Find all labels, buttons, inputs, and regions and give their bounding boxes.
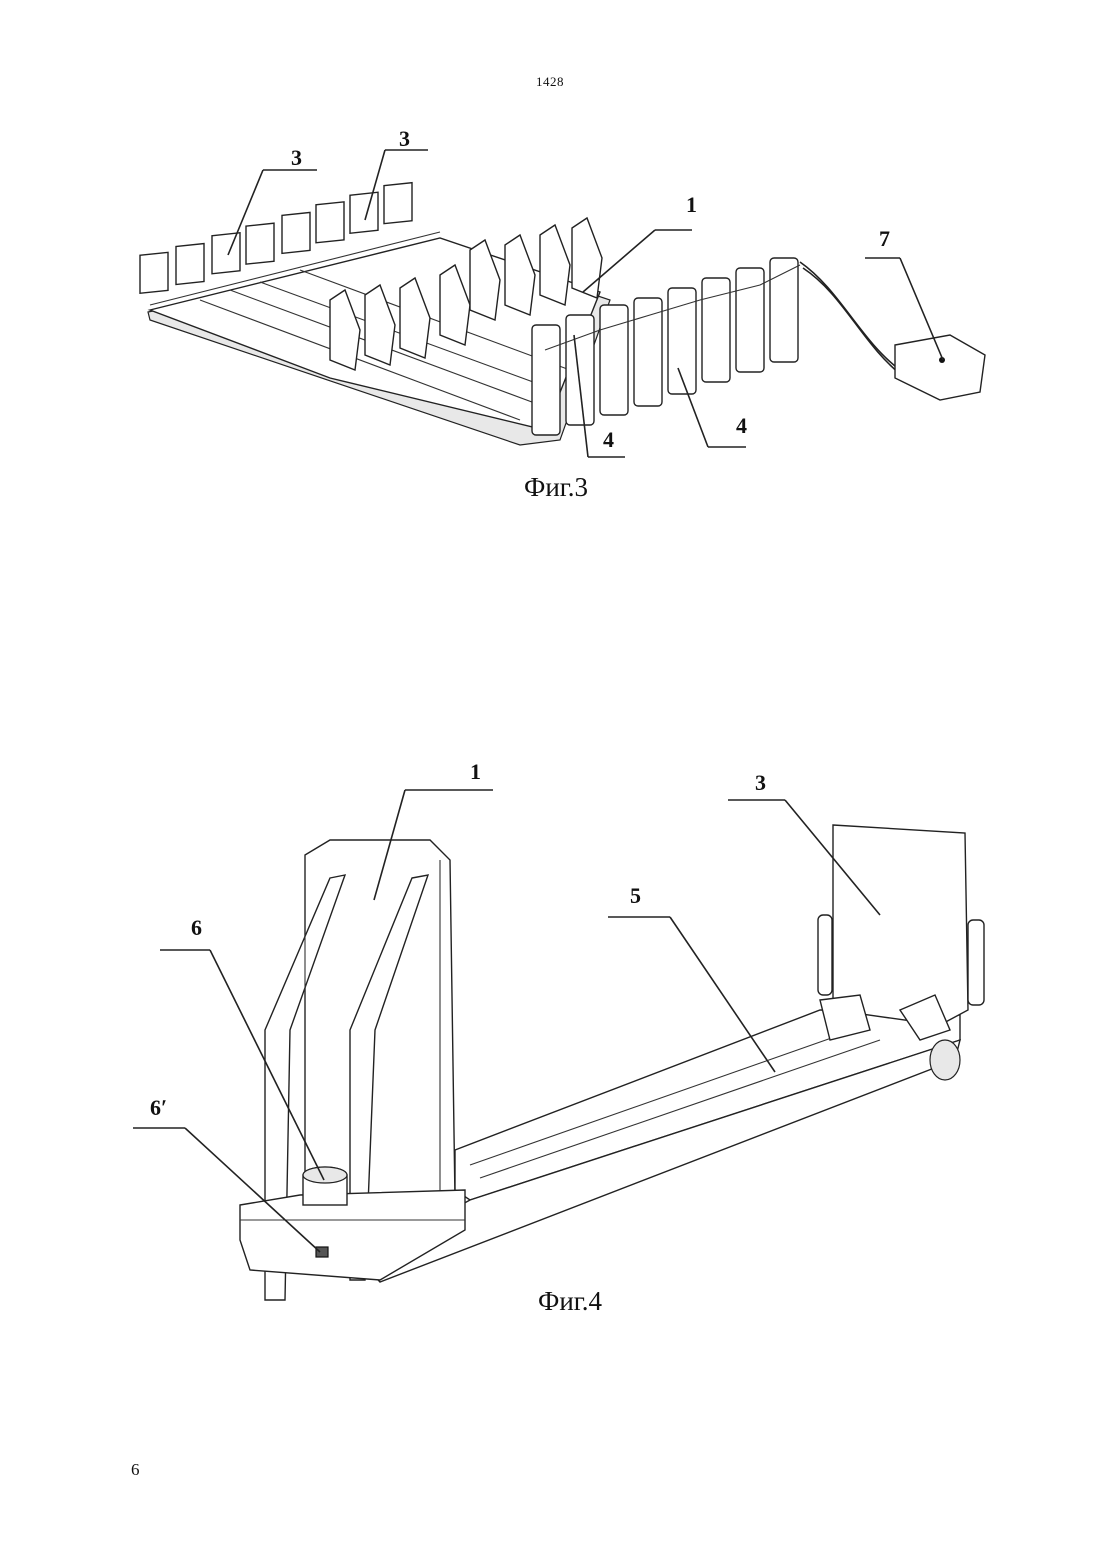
fig4-end-roller — [930, 1040, 960, 1080]
fig4-right-plate — [833, 825, 968, 1025]
fig4-callout-6: 6 — [191, 915, 202, 940]
fig3-callout-4a: 4 — [603, 427, 614, 452]
fig4-callout-6-prime: 6ʹ — [150, 1095, 167, 1120]
fig3-callout-3b: 3 — [399, 126, 410, 151]
fig3-callout-1: 1 — [686, 192, 697, 217]
fig3-control-box — [895, 335, 985, 400]
figure-4-caption: Фиг.4 — [538, 1286, 602, 1317]
fig4-rail-beam — [455, 1010, 960, 1200]
fig4-callout-5: 5 — [630, 883, 641, 908]
fig4-base-block — [240, 1190, 465, 1280]
page-number: 6 — [131, 1460, 140, 1480]
fig4-fastener — [316, 1247, 328, 1257]
fig3-callout-3a: 3 — [291, 145, 302, 170]
fig3-callout-7: 7 — [879, 226, 890, 251]
figure-3-caption: Фиг.3 — [524, 472, 588, 503]
fig4-callout-1: 1 — [470, 759, 481, 784]
fig3-callout-4b: 4 — [736, 413, 747, 438]
fig4-callout-3: 3 — [755, 770, 766, 795]
